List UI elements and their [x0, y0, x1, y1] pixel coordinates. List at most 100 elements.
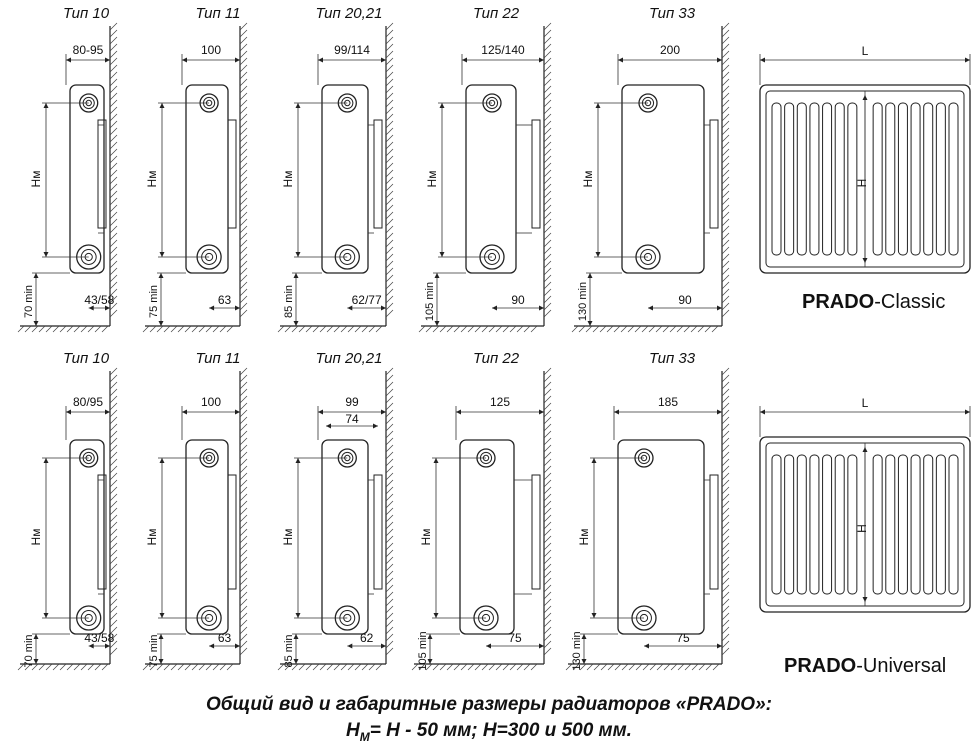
wall-hatch: [543, 430, 552, 439]
floor-hatch: [277, 663, 285, 671]
wall-hatch: [543, 295, 552, 304]
floor-hatch: [586, 663, 594, 671]
wall-hatch: [385, 204, 394, 213]
arrow-head: [717, 643, 722, 649]
wall-hatch: [239, 619, 248, 628]
floor-hatch: [170, 325, 178, 333]
wall-hatch: [721, 591, 730, 600]
floor-hatch: [432, 325, 440, 333]
floor-hatch: [425, 663, 433, 671]
arrow-head: [433, 458, 439, 463]
wall-hatch: [385, 92, 394, 101]
wall-hatch: [109, 22, 118, 31]
floor-hatch: [45, 325, 53, 333]
floor-hatch: [291, 325, 299, 333]
floor-hatch: [641, 325, 649, 333]
wall-hatch: [385, 605, 394, 614]
arrow-head: [581, 659, 587, 664]
wall-hatch: [109, 493, 118, 502]
floor-hatch: [163, 325, 171, 333]
wall-hatch: [385, 633, 394, 642]
bottom-dimension: 75: [676, 631, 690, 645]
wall-hatch: [109, 36, 118, 45]
floor-hatch: [523, 663, 531, 671]
floor-hatch: [704, 325, 712, 333]
wall-hatch: [109, 626, 118, 635]
arrow-head: [88, 305, 94, 311]
floor-hatch: [634, 325, 642, 333]
floor-hatch: [94, 663, 102, 671]
floor-hatch: [620, 325, 628, 333]
wall-hatch: [543, 36, 552, 45]
wall-hatch: [109, 416, 118, 425]
arrow-head: [182, 409, 187, 415]
wall-hatch: [239, 162, 248, 171]
floor-hatch: [73, 663, 81, 671]
wall-hatch: [543, 626, 552, 635]
wall-hatch: [721, 612, 730, 621]
wall-hatch: [385, 402, 394, 411]
caption-hm-sub: М: [359, 729, 370, 744]
arrow-head: [159, 458, 165, 463]
radiator-body: [621, 84, 705, 274]
wall-hatch: [543, 29, 552, 38]
wall-hatch: [239, 260, 248, 269]
wall-hatch: [109, 640, 118, 649]
wall-hatch: [721, 388, 730, 397]
radiator-body: [617, 439, 705, 635]
floor-hatch: [149, 325, 157, 333]
floor-hatch: [80, 663, 88, 671]
wall-hatch: [721, 281, 730, 290]
wall-hatch: [239, 85, 248, 94]
floor-hatch: [530, 663, 538, 671]
wall-hatch: [239, 556, 248, 565]
bottom-dimension: 62: [360, 631, 374, 645]
arrow-head: [158, 634, 164, 639]
wall-hatch: [109, 486, 118, 495]
wall-hatch: [109, 367, 118, 376]
wall-hatch: [239, 232, 248, 241]
floor-hatch: [502, 663, 510, 671]
wall-hatch: [385, 647, 394, 656]
wall-hatch: [543, 388, 552, 397]
floor-hatch: [677, 663, 685, 671]
front-fin: [796, 102, 807, 256]
front-width-label: L: [862, 396, 869, 410]
brand-classic: PRADO-Classic: [802, 291, 945, 314]
wall-hatch: [543, 169, 552, 178]
front-fin: [897, 454, 908, 595]
floor-hatch: [291, 663, 299, 671]
wall-hatch: [385, 127, 394, 136]
wall-hatch: [721, 295, 730, 304]
arrow-head: [760, 57, 765, 63]
wall-hatch: [543, 619, 552, 628]
wall-hatch: [721, 274, 730, 283]
wall-hatch: [109, 113, 118, 122]
floor-hatch: [467, 325, 475, 333]
arrow-head: [293, 659, 299, 664]
wall-hatch: [543, 647, 552, 656]
wall-hatch: [543, 141, 552, 150]
wall-hatch: [385, 640, 394, 649]
brand-classic-rest: -Classic: [874, 291, 946, 313]
arrow-head: [581, 634, 587, 639]
wall-hatch: [109, 85, 118, 94]
floor-hatch: [277, 325, 285, 333]
brand-universal: PRADO-Universal: [784, 655, 946, 678]
wall-hatch: [239, 409, 248, 418]
wall-hatch: [385, 626, 394, 635]
floor-hatch: [460, 663, 468, 671]
arrow-head: [159, 252, 165, 257]
arrow-head: [381, 305, 386, 311]
front-fin: [885, 102, 896, 256]
arrow-head: [43, 252, 49, 257]
wall-hatch: [239, 288, 248, 297]
arrow-head: [33, 659, 39, 664]
floor-hatch: [354, 325, 362, 333]
wall-hatch: [721, 43, 730, 52]
wall-hatch: [721, 141, 730, 150]
floor-hatch: [509, 663, 517, 671]
wall-hatch: [543, 500, 552, 509]
wall-hatch: [543, 99, 552, 108]
